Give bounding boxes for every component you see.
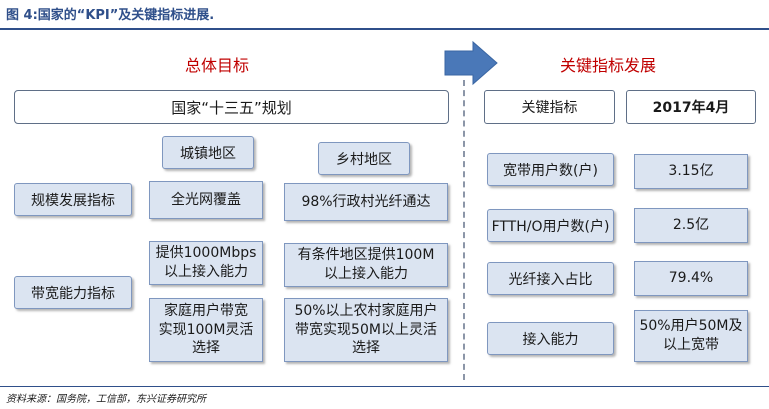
indicator-label-text: 宽带用户数(户) — [503, 162, 598, 179]
header-date: 2017年4月 — [626, 90, 756, 124]
indicator-label-access-capability: 接入能力 — [487, 322, 614, 355]
cell-bw2-urban: 家庭用户带宽 实现100M灵活 选择 — [149, 298, 263, 362]
right-section-title: 关键指标发展 — [560, 56, 657, 75]
section-divider — [463, 80, 465, 380]
indicator-value-ftth-users: 2.5亿 — [634, 208, 748, 243]
cell-scale-urban-text: 全光网覆盖 — [171, 191, 241, 208]
indicator-label-broadband-users: 宽带用户数(户) — [487, 153, 614, 186]
indicator-value-text: 79.4% — [668, 270, 714, 287]
cell-bw2-rural-text: 50%以上农村家庭用户 带宽实现50M以上灵活 选择 — [294, 302, 438, 357]
right-arrow-icon — [444, 40, 498, 86]
cell-bw2-urban-text: 家庭用户带宽 实现100M灵活 选择 — [158, 302, 254, 357]
figure-title: 图 4:国家的“KPI”及关键指标进展. — [6, 8, 215, 23]
source-note: 资料来源：国务院，工信部，东兴证券研究所 — [6, 394, 206, 405]
cell-bw1-rural-text: 有条件地区提供100M 以上接入能力 — [297, 247, 435, 282]
indicator-value-text: 2.5亿 — [672, 217, 710, 234]
cell-scale-rural-text: 98%行政村光纤通达 — [301, 193, 431, 210]
indicator-label-text: 光纤接入占比 — [508, 271, 593, 288]
indicator-value-text: 3.15亿 — [668, 163, 714, 180]
header-rule — [0, 28, 769, 30]
indicator-value-text: 50%用户50M及 以上宽带 — [639, 318, 743, 353]
indicator-label-text: 接入能力 — [522, 331, 579, 348]
header-indicator-label: 关键指标 — [521, 100, 578, 116]
cell-bw1-rural: 有条件地区提供100M 以上接入能力 — [284, 243, 448, 287]
cell-bw2-rural: 50%以上农村家庭用户 带宽实现50M以上灵活 选择 — [284, 298, 448, 362]
row-label-scale-text: 规模发展指标 — [31, 192, 115, 209]
column-header-urban-label: 城镇地区 — [180, 145, 236, 162]
row-label-bandwidth: 带宽能力指标 — [14, 276, 132, 309]
header-date-label: 2017年4月 — [652, 100, 730, 116]
indicator-label-ftth-users: FTTH/O用户数(户) — [487, 209, 614, 242]
header-indicator: 关键指标 — [484, 90, 615, 124]
cell-bw1-urban: 提供1000Mbps 以上接入能力 — [149, 241, 263, 285]
footer-rule — [0, 386, 769, 387]
row-label-scale: 规模发展指标 — [14, 183, 132, 216]
column-header-rural-label: 乡村地区 — [336, 151, 392, 168]
cell-bw1-urban-text: 提供1000Mbps 以上接入能力 — [155, 245, 257, 280]
plan-banner-label: 国家“十三五”规划 — [171, 98, 292, 117]
indicator-value-fiber-share: 79.4% — [634, 261, 748, 296]
column-header-rural: 乡村地区 — [318, 142, 410, 175]
row-label-bandwidth-text: 带宽能力指标 — [31, 285, 115, 302]
column-header-urban: 城镇地区 — [162, 136, 254, 169]
cell-scale-urban: 全光网覆盖 — [149, 181, 263, 219]
indicator-label-text: FTTH/O用户数(户) — [491, 218, 610, 235]
plan-banner: 国家“十三五”规划 — [14, 90, 449, 124]
indicator-label-fiber-share: 光纤接入占比 — [487, 262, 614, 295]
indicator-value-broadband-users: 3.15亿 — [634, 154, 748, 189]
cell-scale-rural: 98%行政村光纤通达 — [284, 183, 448, 221]
indicator-value-access-capability: 50%用户50M及 以上宽带 — [634, 310, 748, 362]
left-section-title: 总体目标 — [185, 56, 250, 75]
